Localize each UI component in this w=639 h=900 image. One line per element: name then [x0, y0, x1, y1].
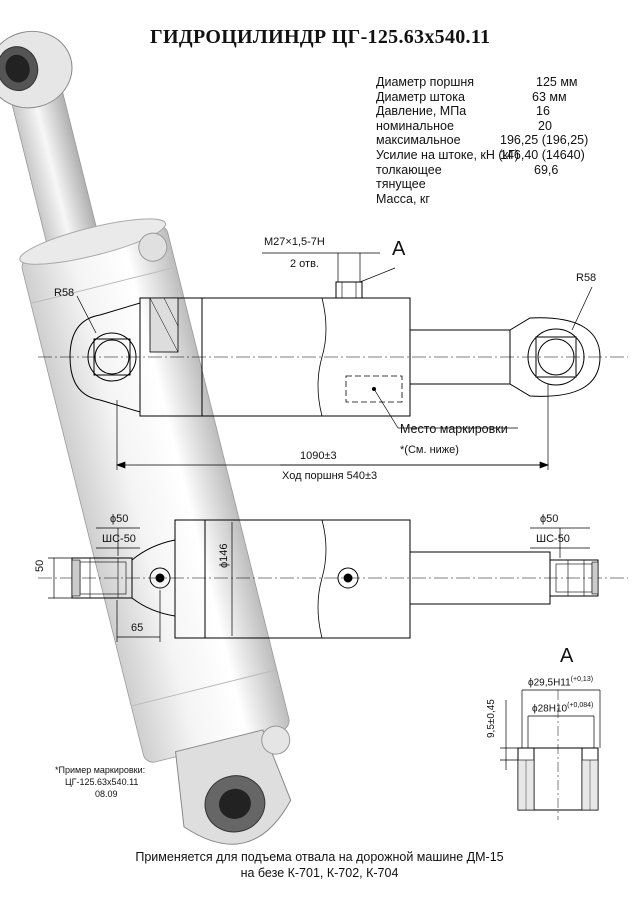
note-title: *Пример маркировки: [55, 765, 146, 775]
phi295-tolerance: (+0,13) [570, 676, 594, 683]
spec-labels: Диаметр поршня Диаметр штока Давление, М… [376, 75, 519, 206]
spec-value: 146,40 (14640) [500, 147, 585, 162]
spec-values: 125 мм 63 мм 16 20 196,25 (196,25) 146,4… [500, 75, 588, 177]
spec-value: 63 мм [532, 89, 567, 104]
phi28-value: ϕ28Н10 [532, 703, 568, 715]
view-a-marker: A [392, 238, 406, 260]
spec-label: Давление, МПа [376, 104, 467, 119]
top-view [38, 519, 628, 639]
spec-label: максимальное [376, 133, 461, 148]
drawing-title: ГИДРОЦИЛИНДР ЦГ-125.63х540.11 [150, 26, 491, 48]
spec-value: 69,6 [534, 162, 559, 177]
spec-label: Масса, кг [376, 191, 430, 206]
section-a-title: A [560, 645, 574, 667]
section-a-phi28: ϕ28Н10(+0,084) [532, 702, 593, 714]
see-below-label: *(См. ниже) [400, 444, 459, 456]
note-line-2: 08.09 [95, 789, 118, 799]
spec-label: номинальное [376, 118, 454, 133]
phi50-right-label: ϕ50 [540, 513, 559, 525]
section-a-phi295: ϕ29,5Н11(+0,13) [528, 676, 593, 688]
usage-footer: Применяется для подъема отвала на дорожн… [0, 849, 639, 881]
length-dimension: 1090±3 [300, 450, 337, 462]
front-view [38, 281, 628, 417]
phi295-value: ϕ29,5Н11 [528, 677, 571, 689]
spec-label: толкающее [376, 162, 442, 177]
spec-label: Усилие на штоке, кН (кГ) [376, 147, 519, 162]
note-line-1: ЦГ-125.63х540.11 [65, 777, 139, 787]
section-a-view [500, 689, 601, 820]
spec-label: тянущее [376, 177, 426, 192]
footer-line-2: на безе К-701, К-702, К-704 [240, 866, 399, 880]
sh50-right-label: ШС-50 [536, 533, 570, 545]
top-view-dimensions [48, 522, 590, 642]
holes-label: 2 отв. [290, 258, 319, 270]
spec-value: 16 [536, 104, 550, 119]
dim-65-label: 65 [131, 622, 144, 634]
phi146-label: ϕ146 [218, 543, 230, 568]
dim-50-label: 50 [34, 559, 46, 572]
front-view-dimensions [76, 252, 593, 470]
spec-value: 125 мм [536, 75, 578, 89]
thread-label: M27×1,5-7H [264, 236, 325, 248]
marking-example-note: *Пример маркировки: ЦГ-125.63х540.11 08.… [55, 764, 145, 800]
radius-right-label: R58 [576, 272, 597, 284]
stroke-dimension: Ход поршня 540±3 [282, 470, 378, 482]
spec-label: Диаметр штока [376, 89, 465, 104]
phi28-tolerance: (+0,084) [567, 702, 594, 709]
phi50-left-label: ϕ50 [110, 513, 129, 525]
marking-place-label: Место маркировки [400, 422, 508, 436]
spec-label: Диаметр поршня [376, 75, 475, 89]
spec-value: 196,25 (196,25) [500, 133, 589, 148]
spec-value: 20 [538, 118, 552, 133]
cylinder-3d-render [0, 30, 292, 845]
section-a-depth: 9,5±0,45 [486, 699, 497, 738]
sh50-left-label: ШС-50 [102, 533, 136, 545]
radius-left-label: R58 [54, 287, 75, 299]
footer-line-1: Применяется для подъема отвала на дорожн… [135, 850, 504, 864]
